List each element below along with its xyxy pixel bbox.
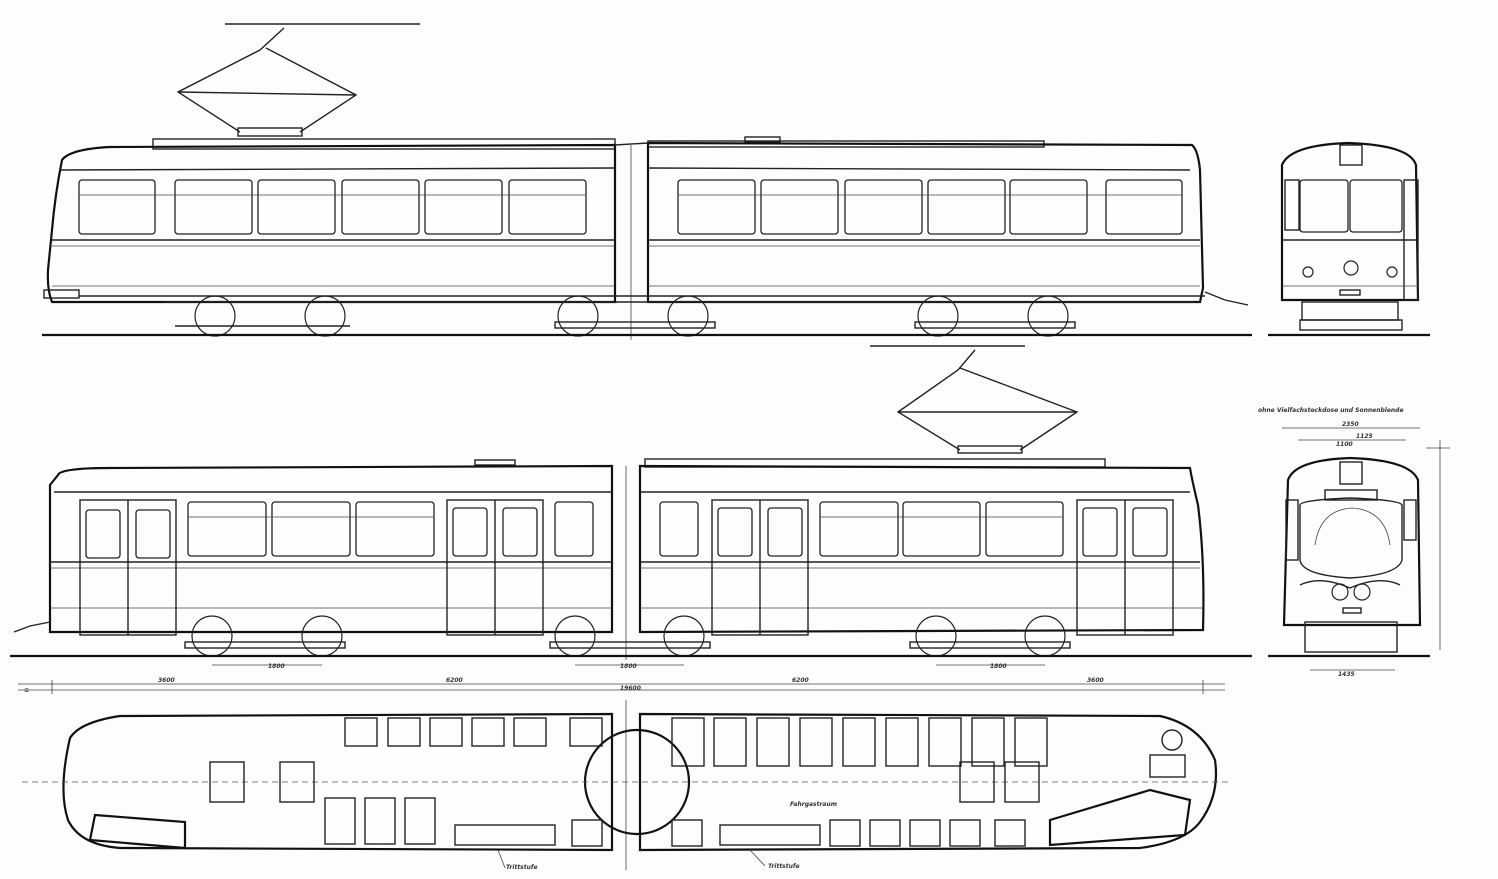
seats-top-row (344, 717, 1048, 767)
door-step-left-label: Trittstufe (506, 864, 538, 871)
pantograph-top (176, 23, 420, 137)
dim-seg-mid-right: 6200 (792, 677, 809, 684)
side-view-middle (10, 345, 1252, 660)
doors-middle (79, 499, 1174, 636)
bogies-middle (184, 615, 1071, 657)
windows-top-right (677, 179, 1183, 235)
seats-bottom-row (209, 761, 1040, 847)
end-note: ohne Vielfachsteckdose und Sonnenblende (1258, 407, 1404, 414)
aisle-label: Fahrgastraum (790, 801, 837, 808)
dim-seg-mid-left: 6200 (446, 677, 463, 684)
windows-top-left (78, 179, 587, 235)
end-view-middle: ohne Vielfachsteckdose und Sonnenblende … (1258, 407, 1450, 678)
dim-seg-left: 3600 (158, 677, 175, 684)
dim-end-width: 2350 (1342, 421, 1359, 428)
dim-bogie-a: 1800 (268, 663, 285, 670)
pantograph-middle (870, 345, 1079, 454)
dim-seg-right: 3600 (1087, 677, 1104, 684)
dim-bogie-b: 1800 (620, 663, 637, 670)
side-view-top (42, 23, 1252, 340)
dim-end-left: ≡ (24, 687, 29, 694)
dim-overall: 19600 (620, 685, 641, 692)
floor-plan: Fahrgastraum Trittstufe Trittstufe (22, 700, 1230, 871)
dimensions-middle: ≡ 3600 6200 19600 6200 3600 1800 1800 18… (18, 663, 1225, 694)
dim-end-small: 1100 (1336, 441, 1353, 448)
end-view-top (1268, 141, 1430, 337)
windows-middle (187, 501, 1064, 557)
dim-track-gauge: 1435 (1338, 671, 1355, 678)
dim-end-inner: 1125 (1356, 433, 1373, 440)
dim-bogie-c: 1800 (990, 663, 1007, 670)
door-step-right-label: Trittstufe (768, 863, 800, 870)
bogies-top (175, 295, 1076, 337)
